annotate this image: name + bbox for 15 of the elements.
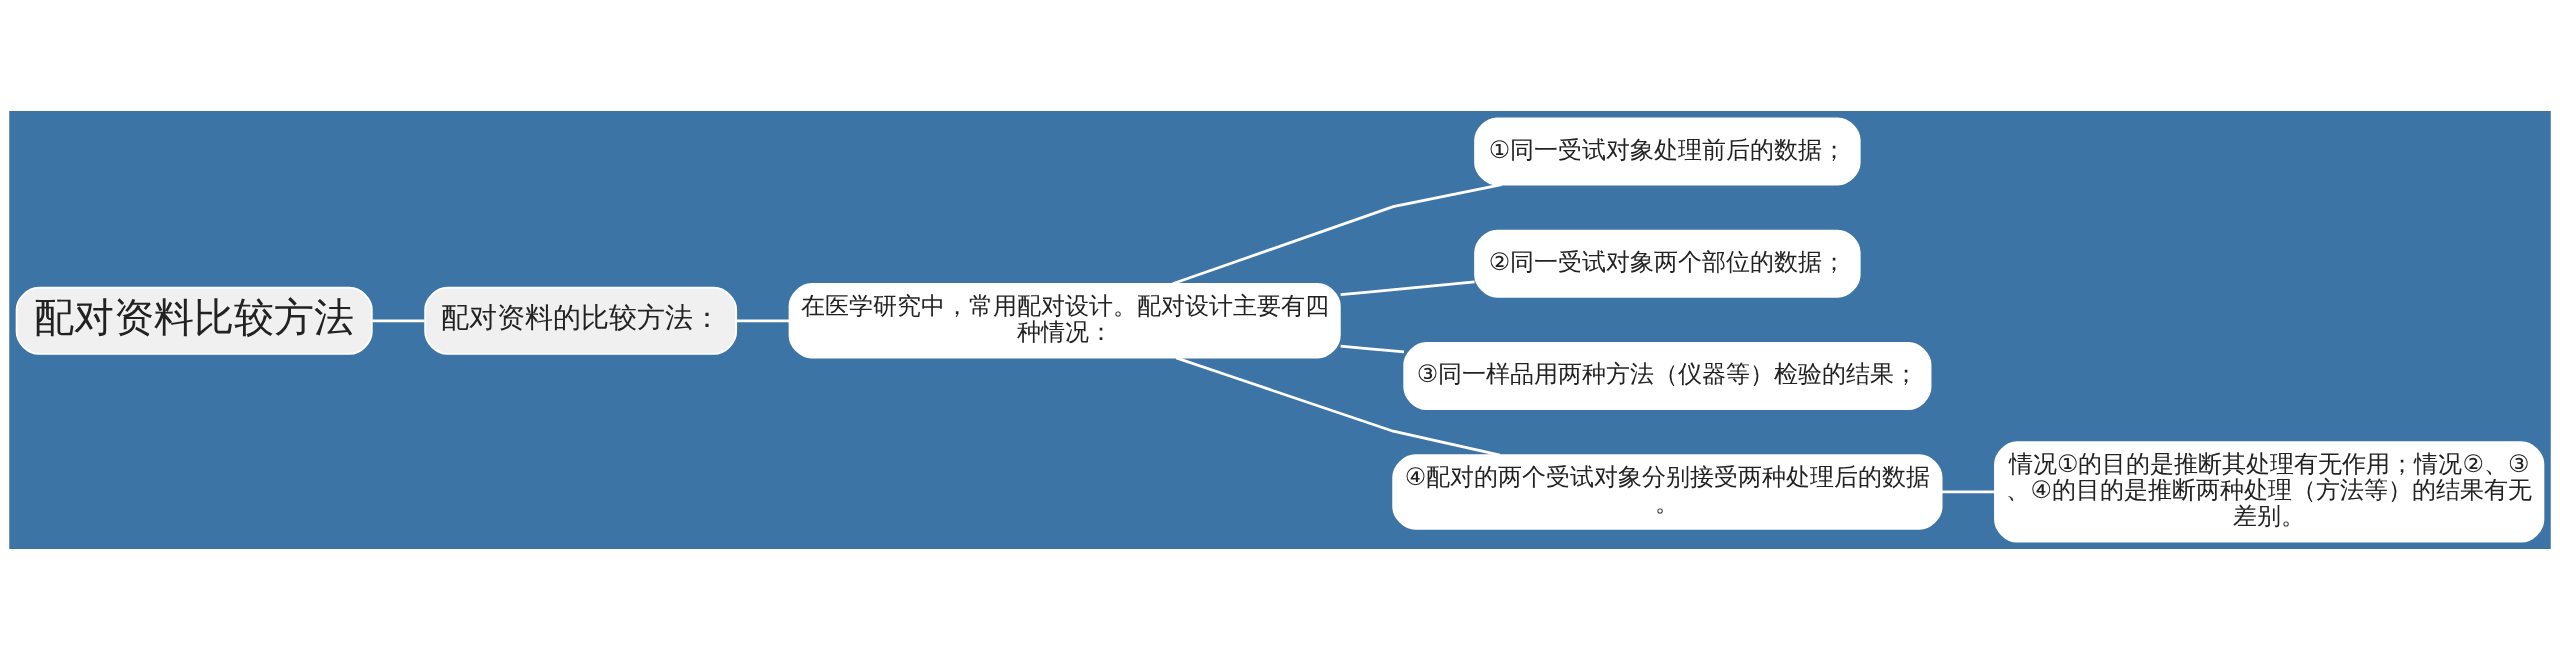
connector <box>372 319 425 323</box>
connector <box>1340 344 1405 354</box>
node-box: ②同一受试对象两个部位的数据； <box>1474 229 1861 298</box>
node-box: ③同一样品用两种方法（仪器等）检验的结果； <box>1403 341 1932 411</box>
connector <box>1942 490 1995 494</box>
connector <box>1175 356 1501 457</box>
connector <box>1340 280 1475 297</box>
connector <box>1172 183 1502 286</box>
node-box: ①同一受试对象处理前后的数据； <box>1474 117 1861 186</box>
node-box: 情况①的目的是推断其处理有无作用；情况②、③、④的目的是推断两种处理（方法等）的结果有无差别。 <box>1994 441 2545 543</box>
node-box: 配对资料比较方法 <box>15 286 373 355</box>
node-box: 配对资料的比较方法： <box>424 286 738 355</box>
connector <box>736 319 790 323</box>
node-box: 在医学研究中，常用配对设计。配对设计主要有四种情况： <box>788 283 1341 359</box>
node-box: ④配对的两个受试对象分别接受两种处理后的数据。 <box>1392 454 1943 530</box>
